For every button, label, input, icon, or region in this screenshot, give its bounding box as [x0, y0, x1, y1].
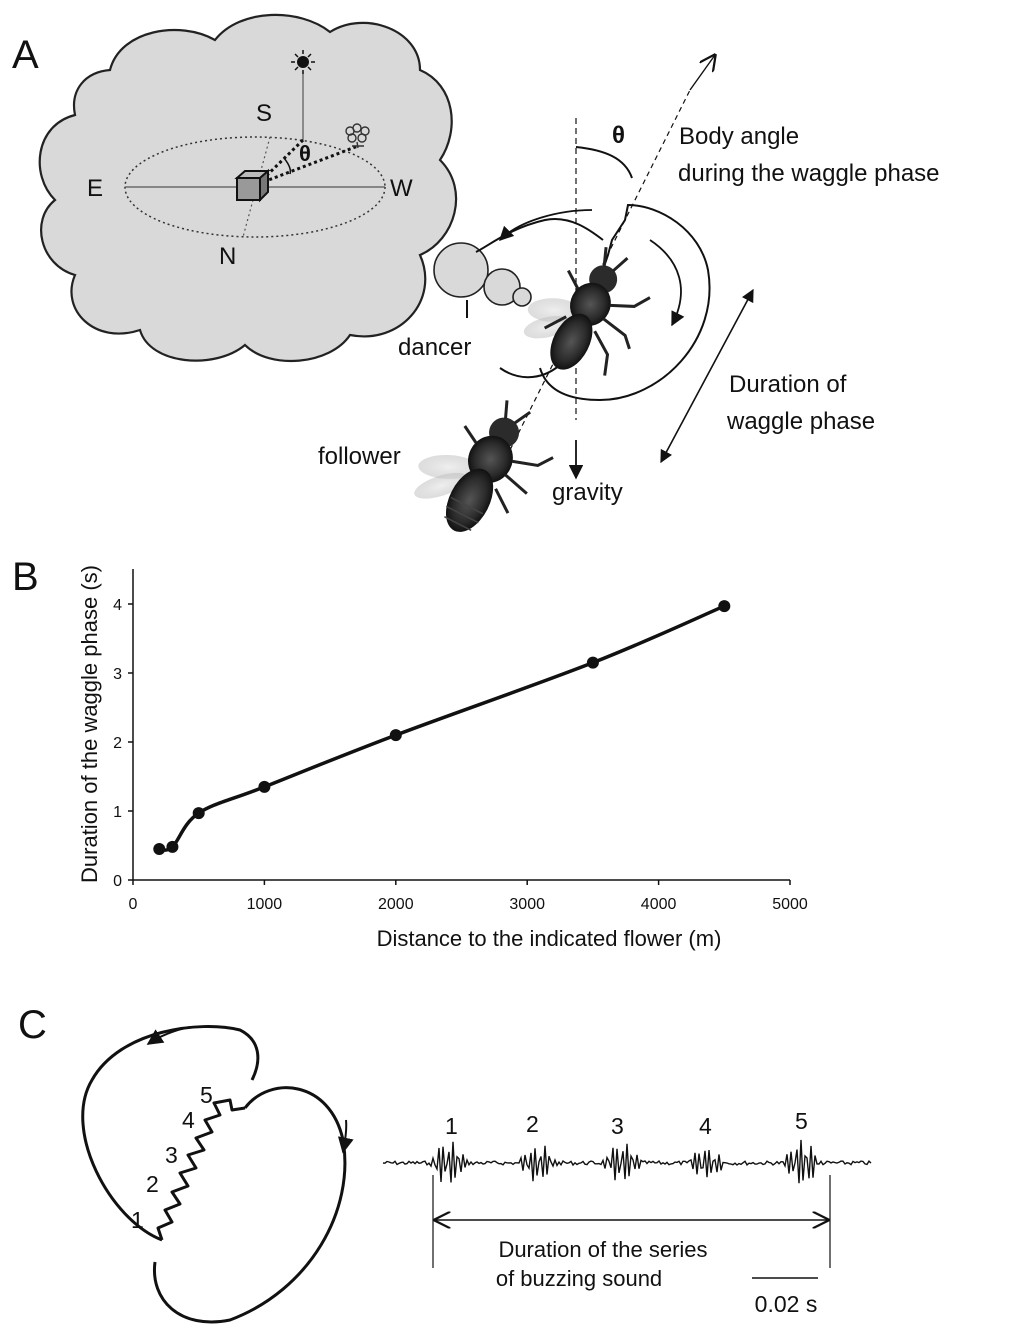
theta-arc-large [575, 146, 633, 179]
compass-south: S [256, 100, 272, 127]
follower-label: follower [318, 443, 401, 470]
burst-number-5: 5 [795, 1108, 808, 1134]
panel-a-label: A [12, 33, 39, 77]
dancer-label: dancer [398, 334, 471, 361]
burst-number-2: 2 [526, 1111, 539, 1137]
burst-number-1: 1 [445, 1113, 458, 1139]
y-tick-label: 0 [113, 873, 122, 890]
body-angle-label-2: during the waggle phase [678, 160, 940, 187]
waggle-number-1: 1 [131, 1207, 144, 1233]
x-tick-label: 3000 [509, 896, 545, 913]
theta-small: θ [299, 141, 311, 166]
theta-arc-small [283, 157, 292, 175]
dance-loop-right [152, 1086, 347, 1324]
data-point [718, 600, 731, 613]
y-tick-label: 2 [113, 735, 122, 752]
x-tick-label: 5000 [772, 896, 808, 913]
bee-icon [523, 247, 651, 376]
body-axis-arrow [689, 55, 715, 91]
burst-number-4: 4 [699, 1113, 712, 1139]
series-label-2: of buzzing sound [496, 1266, 662, 1291]
dance-loop-arrow-right [337, 1119, 354, 1154]
compass-west: W [390, 175, 413, 202]
burst-number-3: 3 [611, 1113, 624, 1139]
x-tick-label: 0 [129, 896, 138, 913]
data-point [166, 840, 179, 853]
data-point [586, 656, 599, 669]
waggle-duration-chart: 0 1000 2000 3000 4000 5000 0 1 2 3 4 Distance to … [77, 565, 808, 951]
duration-label-1: Duration of [729, 371, 847, 398]
bee-icon [414, 400, 554, 532]
waggle-number-5: 5 [200, 1082, 213, 1108]
y-tick-label: 4 [113, 597, 122, 614]
data-point [153, 842, 166, 855]
x-axis-title: Distance to the indicated flower (m) [377, 926, 722, 951]
dance-loop-arrow-left [146, 1026, 191, 1045]
series-line [159, 604, 725, 852]
thought-bubble-small [512, 287, 532, 307]
panel-b-label: B [12, 555, 39, 599]
thought-bubble-medium [483, 268, 521, 306]
panel-c-label: C [18, 1003, 47, 1047]
return-arrow-left [498, 209, 593, 242]
data-point [258, 780, 271, 793]
waggle-number-3: 3 [165, 1142, 178, 1168]
body-angle-label-1: Body angle [679, 123, 799, 150]
duration-label-2: waggle phase [726, 408, 875, 435]
hive-icon [234, 168, 271, 203]
waggle-dance-loop-left [475, 218, 604, 253]
y-tick-label: 1 [113, 804, 122, 821]
time-scale-label: 0.02 s [755, 1291, 818, 1317]
x-tick-label: 2000 [378, 896, 414, 913]
buzzing-sound-waveform [382, 1139, 872, 1184]
return-arrow-right [649, 239, 685, 327]
compass-north: N [219, 243, 236, 270]
series-label-1: Duration of the series [498, 1237, 707, 1262]
data-point [192, 807, 205, 820]
waggle-number-2: 2 [146, 1171, 159, 1197]
x-tick-label: 1000 [247, 896, 283, 913]
sun-icon [291, 50, 315, 74]
body-axis [489, 89, 691, 491]
y-tick-label: 3 [113, 666, 122, 683]
compass-east: E [87, 175, 103, 202]
data-point [389, 729, 402, 742]
sun-direction [256, 138, 305, 186]
x-tick-label: 4000 [641, 896, 677, 913]
theta-large: θ [612, 122, 625, 149]
thought-bubble-large [433, 242, 489, 298]
gravity-label: gravity [552, 479, 623, 506]
flower-icon [345, 123, 370, 149]
waggle-number-4: 4 [182, 1107, 195, 1133]
duration-arrow [660, 288, 754, 464]
y-axis-title: Duration of the waggle phase (s) [77, 565, 102, 883]
dance-loop-left [81, 1025, 260, 1242]
waggle-run-zigzag [156, 1098, 246, 1241]
